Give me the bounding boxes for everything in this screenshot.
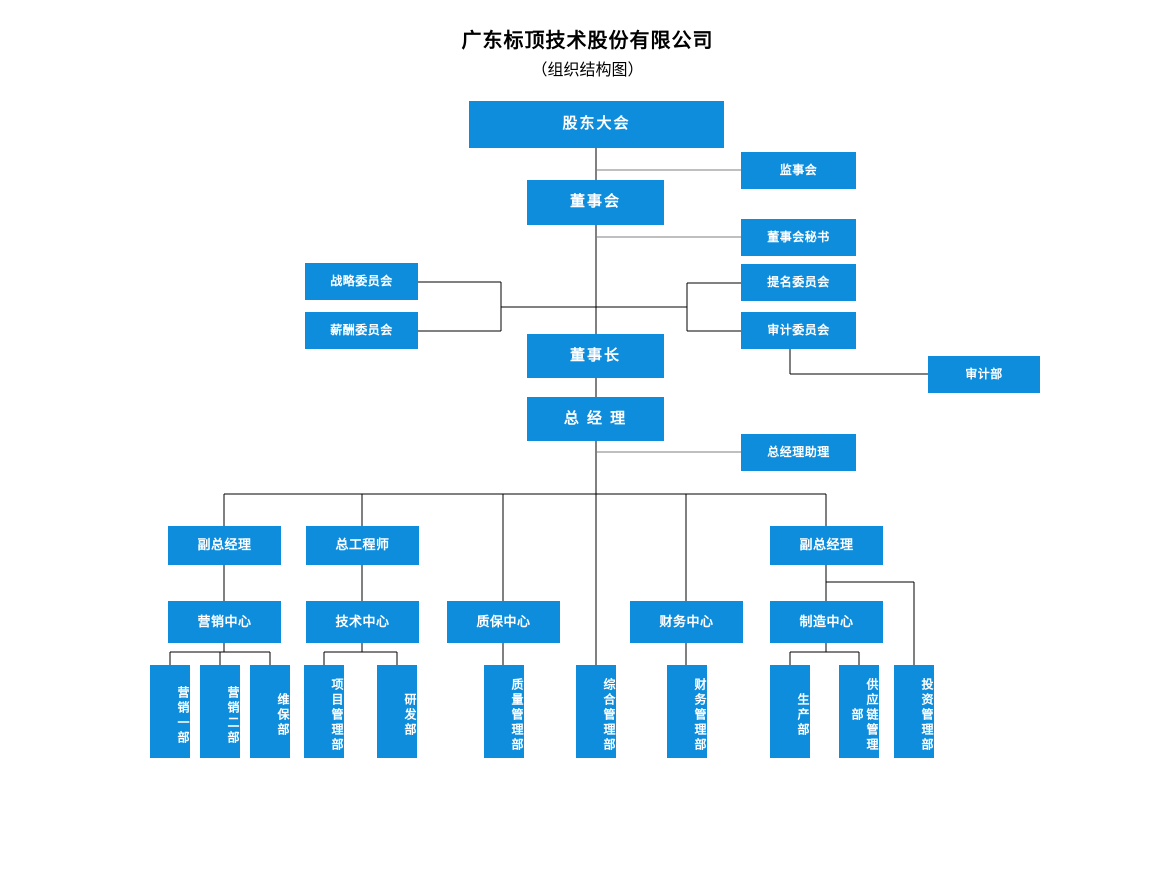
node-gm-assistant[interactable]: 总经理助理 xyxy=(741,434,856,471)
node-audit-department[interactable]: 审计部 xyxy=(928,356,1040,393)
node-shareholders-meeting[interactable]: 股东大会 xyxy=(469,101,724,148)
node-general-manager[interactable]: 总 经 理 xyxy=(527,397,664,441)
node-marketing-dept-1[interactable]: 营销一部 xyxy=(150,665,190,758)
node-board-of-directors[interactable]: 董事会 xyxy=(527,180,664,225)
node-finance-center[interactable]: 财务中心 xyxy=(630,601,743,643)
node-marketing-center[interactable]: 营销中心 xyxy=(168,601,281,643)
node-chief-engineer[interactable]: 总工程师 xyxy=(306,526,419,565)
page-title: 广东标顶技术股份有限公司 xyxy=(461,30,714,52)
node-investment-management-dept[interactable]: 投资管理部 xyxy=(894,665,934,758)
node-deputy-gm-right[interactable]: 副总经理 xyxy=(770,526,883,565)
node-general-admin-dept[interactable]: 综合管理部 xyxy=(576,665,616,758)
node-compensation-committee[interactable]: 薪酬委员会 xyxy=(305,312,418,349)
page-subtitle: （组织结构图） xyxy=(531,62,644,79)
node-finance-management-dept[interactable]: 财务管理部 xyxy=(667,665,707,758)
node-technology-center[interactable]: 技术中心 xyxy=(306,601,419,643)
node-quality-management-dept[interactable]: 质量管理部 xyxy=(484,665,524,758)
node-manufacturing-center[interactable]: 制造中心 xyxy=(770,601,883,643)
node-maintenance-dept[interactable]: 维保部 xyxy=(250,665,290,758)
node-deputy-gm-left[interactable]: 副总经理 xyxy=(168,526,281,565)
node-audit-committee[interactable]: 审计委员会 xyxy=(741,312,856,349)
node-chairman[interactable]: 董事长 xyxy=(527,334,664,378)
node-quality-center[interactable]: 质保中心 xyxy=(447,601,560,643)
node-production-dept[interactable]: 生产部 xyxy=(770,665,810,758)
node-board-secretary[interactable]: 董事会秘书 xyxy=(741,219,856,256)
node-project-management-dept[interactable]: 项目管理部 xyxy=(304,665,344,758)
node-nomination-committee[interactable]: 提名委员会 xyxy=(741,264,856,301)
node-rnd-dept[interactable]: 研发部 xyxy=(377,665,417,758)
node-strategy-committee[interactable]: 战略委员会 xyxy=(305,263,418,300)
node-supervisory-board[interactable]: 监事会 xyxy=(741,152,856,189)
node-marketing-dept-2[interactable]: 营销二部 xyxy=(200,665,240,758)
node-supply-chain-dept[interactable]: 供应链管理部 xyxy=(839,665,879,758)
